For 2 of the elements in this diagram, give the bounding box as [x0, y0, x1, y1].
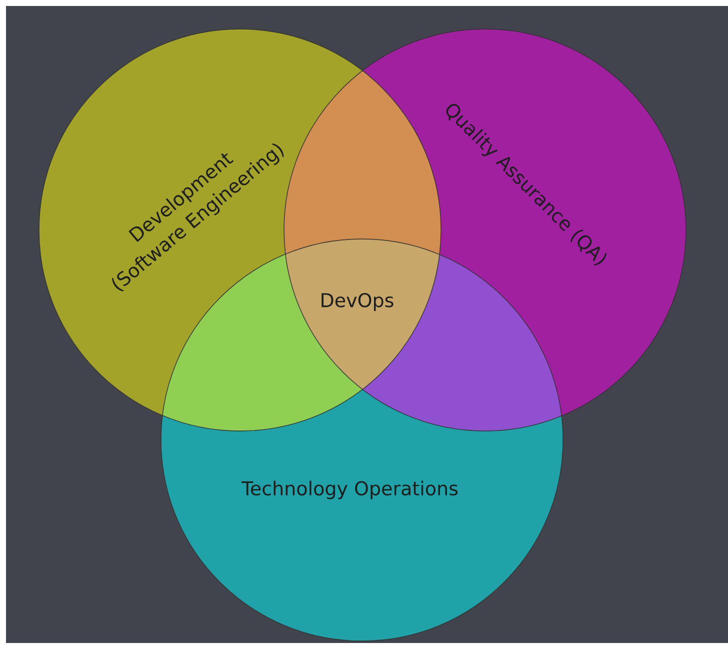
overlap-label: DevOps [322, 292, 394, 312]
circle-label: Technology Operations [241, 480, 458, 500]
